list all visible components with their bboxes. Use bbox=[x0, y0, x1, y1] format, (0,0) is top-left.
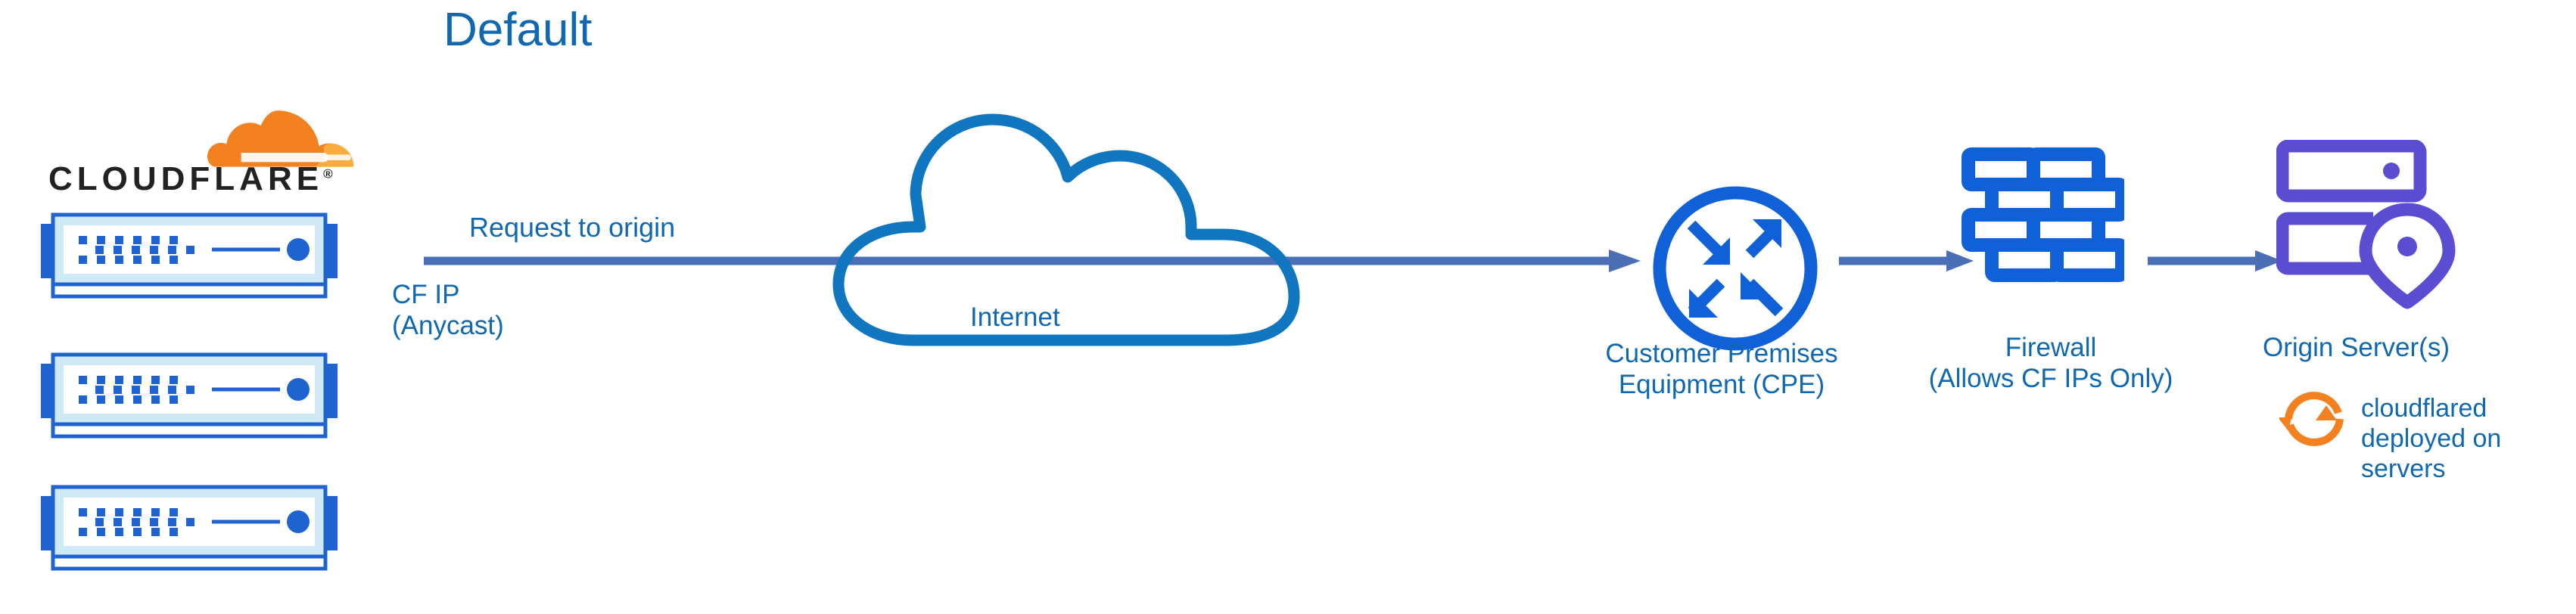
cloud-outline-icon bbox=[832, 113, 1300, 346]
internet-cloud bbox=[831, 106, 1300, 348]
cf-ip-anycast-label: CF IP (Anycast) bbox=[392, 280, 504, 340]
internet-label: Internet bbox=[970, 302, 1060, 332]
cloudflare-wordmark-text: CLOUDFLARE bbox=[48, 160, 324, 197]
edge-arrow-request-to-origin bbox=[424, 248, 1642, 274]
server-rack-icon bbox=[41, 352, 338, 439]
cloudflare-cloud-logo-icon bbox=[207, 110, 354, 167]
firewall bbox=[1962, 147, 2129, 302]
arrow-icon bbox=[1839, 250, 1974, 271]
edge-arrow-cpe-to-firewall bbox=[1839, 250, 1975, 272]
cloudflared-annotation-label: cloudflared deployed on servers bbox=[2361, 394, 2502, 484]
cloudflare-wordmark: CLOUDFLARE® bbox=[48, 160, 333, 198]
server-rack-unit bbox=[30, 212, 348, 301]
router-circle-arrows-icon bbox=[1653, 186, 1818, 351]
server-rack-unit bbox=[30, 484, 348, 573]
cpe-router bbox=[1648, 181, 1822, 355]
server-rack-icon bbox=[41, 485, 338, 571]
arrow-icon bbox=[2148, 250, 2282, 271]
origin-server bbox=[2276, 139, 2466, 310]
page-title: Default bbox=[443, 4, 593, 56]
cpe-label: Customer Premises Equipment (CPE) bbox=[1605, 339, 1838, 399]
sync-refresh-glyph bbox=[2278, 392, 2344, 446]
server-stack-location-pin-icon bbox=[2276, 139, 2456, 309]
origin-server-label: Origin Server(s) bbox=[2263, 333, 2450, 362]
request-to-origin-label: Request to origin bbox=[469, 212, 676, 243]
edge-arrow-firewall-to-origin bbox=[2148, 250, 2284, 272]
firewall-label: Firewall (Allows CF IPs Only) bbox=[1928, 333, 2173, 393]
cloudflare-logo: CLOUDFLARE® bbox=[27, 106, 360, 204]
server-rack-icon bbox=[41, 212, 338, 299]
arrow-icon bbox=[424, 250, 1641, 272]
registered-trademark-icon: ® bbox=[323, 166, 333, 181]
server-rack-unit bbox=[30, 352, 348, 441]
brick-wall-icon bbox=[1962, 147, 2129, 282]
sync-refresh-icon bbox=[2278, 384, 2349, 454]
